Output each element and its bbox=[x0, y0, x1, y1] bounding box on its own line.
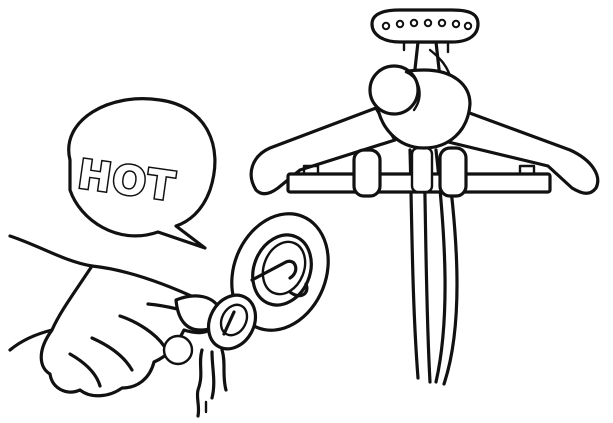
hand-holding-cap bbox=[10, 236, 221, 396]
water-drips bbox=[197, 350, 226, 416]
hot-warning-bubble: HOT bbox=[69, 99, 215, 248]
